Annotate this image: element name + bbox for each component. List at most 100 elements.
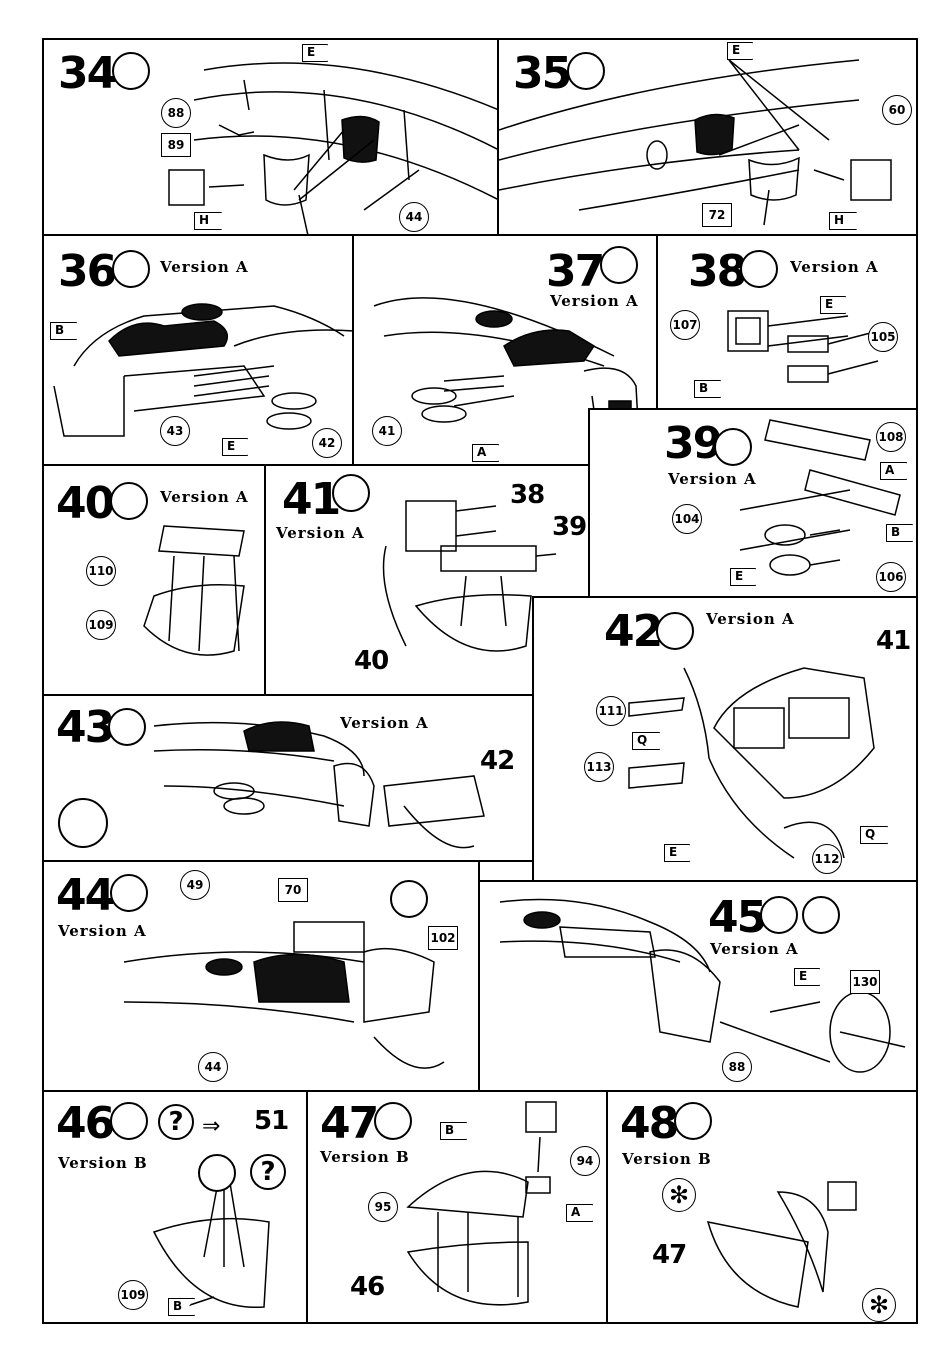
step-37-panel: 37 Version A 41 A: [352, 234, 658, 466]
part-88: 88: [722, 1052, 752, 1082]
part-42: 42: [312, 428, 342, 458]
paint-tube-icon: [332, 474, 370, 512]
step-number: 44: [56, 870, 115, 921]
paint-tube-icon: [600, 246, 638, 284]
part-72: 72: [702, 203, 732, 227]
step-38-panel: 38 Version A E 107 105 B: [656, 234, 918, 410]
part-47: 47: [652, 1240, 687, 1270]
step-number: 39: [664, 418, 723, 469]
paint-tube-icon: [740, 250, 778, 288]
part-41: 41: [876, 626, 911, 656]
step-number: 46: [56, 1098, 115, 1149]
part-70: 70: [278, 878, 308, 902]
step-34-panel: 34 E 88 89 H 44: [42, 38, 499, 236]
version-label: Version B: [622, 1150, 712, 1168]
asterisk-icon: ✻: [662, 1178, 696, 1212]
step-45-panel: 45 Version A E 130 88: [478, 880, 918, 1092]
paint-tube-icon: [674, 1102, 712, 1140]
part-94: 94: [570, 1146, 600, 1176]
step-number: 37: [546, 246, 605, 297]
paint-tube-icon: [110, 874, 148, 912]
step-number: 36: [58, 246, 117, 297]
part-44: 44: [399, 202, 429, 232]
version-label: Version A: [790, 258, 879, 276]
part-110: 110: [86, 556, 116, 586]
part-95: 95: [368, 1192, 398, 1222]
step-44-drawing: [123, 921, 445, 1069]
step-41-drawing: [382, 500, 557, 652]
part-102: 102: [428, 926, 458, 950]
version-label: Version A: [668, 470, 757, 488]
step-number: 34: [58, 48, 117, 99]
step-45-drawing: [499, 898, 906, 1073]
question-icon: ?: [250, 1154, 286, 1190]
step-number: 48: [620, 1098, 679, 1149]
step-40-drawing: [143, 525, 245, 656]
part-109: 109: [86, 610, 116, 640]
step-number: 43: [56, 702, 115, 753]
version-label: Version A: [710, 940, 799, 958]
step-39-drawing: [739, 419, 901, 576]
part-ref-h: H: [194, 212, 223, 230]
part-49: 49: [180, 870, 210, 900]
step-47-drawing: [406, 1101, 557, 1306]
step-36-drawing: [53, 303, 352, 437]
paint-tube-icon: [374, 1102, 412, 1140]
step-39-panel: 39 Version A 108 A 104 B E 106: [588, 408, 918, 598]
step-36-panel: 36 Version A B 43 E 42: [42, 234, 354, 466]
version-label: Version A: [550, 292, 639, 310]
part-42: 42: [480, 746, 515, 776]
version-label: Version A: [160, 488, 249, 506]
step-46-drawing: [152, 1176, 270, 1309]
version-label: Version B: [58, 1154, 148, 1172]
step-number: 40: [56, 478, 115, 529]
step-number: 41: [282, 474, 341, 525]
version-label: Version A: [160, 258, 249, 276]
part-106: 106: [876, 562, 906, 592]
version-label: Version A: [276, 524, 365, 542]
step-34-drawing: [168, 62, 497, 234]
part-111: 111: [596, 696, 626, 726]
step-number: 45: [708, 892, 767, 943]
part-60: 60: [882, 95, 912, 125]
part-39: 39: [552, 512, 587, 542]
part-ref-e: E: [302, 44, 329, 62]
goto-arrow-icon: ⇒: [202, 1114, 221, 1139]
step-42-drawing: [628, 667, 875, 859]
paint-tube-icon: [110, 482, 148, 520]
paint-tube-icon: [802, 896, 840, 934]
paint-tube-icon: [760, 896, 798, 934]
step-46-panel: 46 ? ⇒ 51 Version B ? 109 B: [42, 1090, 308, 1324]
step-43-panel: 43 Version A 42: [42, 694, 534, 862]
step-48-panel: 48 Version B ✻ 47 ✻: [606, 1090, 918, 1324]
step-40-panel: 40 Version A 110 109: [42, 464, 268, 696]
step-47-panel: 47 Version B B 94 95 A 46: [306, 1090, 608, 1324]
part-109: 109: [118, 1280, 148, 1310]
step-number: 38: [688, 246, 747, 297]
part-105: 105: [868, 322, 898, 352]
part-130: 130: [850, 970, 880, 994]
step-number: 47: [320, 1098, 379, 1149]
asterisk-icon: ✻: [862, 1288, 896, 1322]
paint-tube-icon: [108, 708, 146, 746]
part-89: 89: [161, 133, 191, 157]
step-42-panel: 42 Version A 41 111 Q 113 Q E 112: [532, 596, 918, 882]
step-35-panel: 35 E 60 72 H: [497, 38, 918, 236]
version-label: Version B: [320, 1148, 410, 1166]
part-44: 44: [198, 1052, 228, 1082]
part-40: 40: [354, 646, 389, 676]
part-104: 104: [672, 504, 702, 534]
goto-step: 51: [254, 1106, 289, 1136]
part-88: 88: [161, 98, 191, 128]
step-44-panel: 44 Version A 49 70 102 44: [42, 860, 480, 1092]
part-107: 107: [670, 310, 700, 340]
question-icon: ?: [158, 1104, 194, 1140]
step-35-drawing: [499, 59, 892, 226]
paint-tube-icon: [656, 612, 694, 650]
step-number: 42: [604, 606, 663, 657]
step-48-drawing: [706, 1181, 857, 1308]
part-112: 112: [812, 844, 842, 874]
part-43: 43: [160, 416, 190, 446]
paint-tube-icon: [112, 250, 150, 288]
part-38: 38: [510, 480, 545, 510]
